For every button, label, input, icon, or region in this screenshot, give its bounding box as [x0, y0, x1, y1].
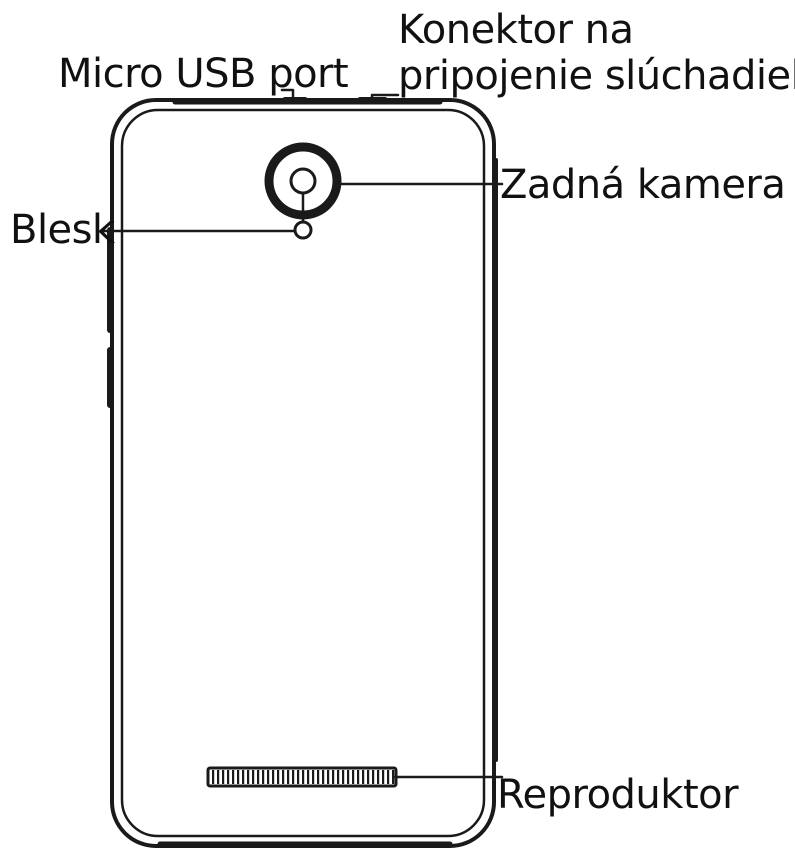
- speaker-grille-slot: [367, 770, 370, 784]
- speaker-grille-slot: [262, 770, 265, 784]
- speaker-grille-slot: [332, 770, 335, 784]
- speaker-grille-slot: [242, 770, 245, 784]
- rear-camera-lens: [289, 167, 317, 195]
- speaker-grille-slot: [372, 770, 375, 784]
- speaker-grille-slot: [382, 770, 385, 784]
- speaker-grille-slot: [362, 770, 365, 784]
- speaker-grille-slot: [232, 770, 235, 784]
- speaker-grille-slot: [322, 770, 325, 784]
- speaker-grille-slot: [312, 770, 315, 784]
- speaker-grille-slot: [212, 770, 215, 784]
- speaker-grille-slot: [317, 770, 320, 784]
- speaker-grille-slot: [292, 770, 295, 784]
- speaker-grille-slot: [217, 770, 220, 784]
- speaker-grille-slot: [392, 770, 395, 784]
- label-headphone-connector-line1: Konektor na: [398, 7, 634, 53]
- label-speaker: Reproduktor: [497, 772, 739, 818]
- speaker-grille-slot: [287, 770, 290, 784]
- label-rear-camera: Zadná kamera: [500, 162, 786, 208]
- label-flash: Blesk: [10, 207, 115, 253]
- speaker-grille-slot: [257, 770, 260, 784]
- speaker-grille-slot: [282, 770, 285, 784]
- speaker-grille-slot: [347, 770, 350, 784]
- speaker-grille-slot: [277, 770, 280, 784]
- speaker-grille-slot: [267, 770, 270, 784]
- speaker-grille-slot: [357, 770, 360, 784]
- speaker-grille-slot: [222, 770, 225, 784]
- speaker-grille-slot: [247, 770, 250, 784]
- flash-led: [293, 220, 313, 240]
- label-micro-usb-port: Micro USB port: [58, 51, 349, 97]
- speaker-grille-slot: [327, 770, 330, 784]
- speaker-grille-slot: [337, 770, 340, 784]
- speaker-grille-slot: [237, 770, 240, 784]
- leader-line-micro-usb: [280, 88, 295, 104]
- speaker-grille-slot: [297, 770, 300, 784]
- phone-body-inner-outline: [120, 108, 486, 838]
- speaker-grille-slot: [227, 770, 230, 784]
- speaker-grille-slot: [272, 770, 275, 784]
- speaker-grille-slot: [307, 770, 310, 784]
- speaker-grille-slot: [377, 770, 380, 784]
- speaker-grille-slot: [342, 770, 345, 784]
- speaker-grille-slot: [387, 770, 390, 784]
- leader-line-headphone: [370, 93, 400, 104]
- label-headphone-connector-line2: pripojenie slúchadiel: [398, 53, 795, 99]
- speaker-grille-slot: [352, 770, 355, 784]
- speaker-grille-slot: [302, 770, 305, 784]
- speaker-grille: [206, 766, 398, 788]
- speaker-grille-slot: [252, 770, 255, 784]
